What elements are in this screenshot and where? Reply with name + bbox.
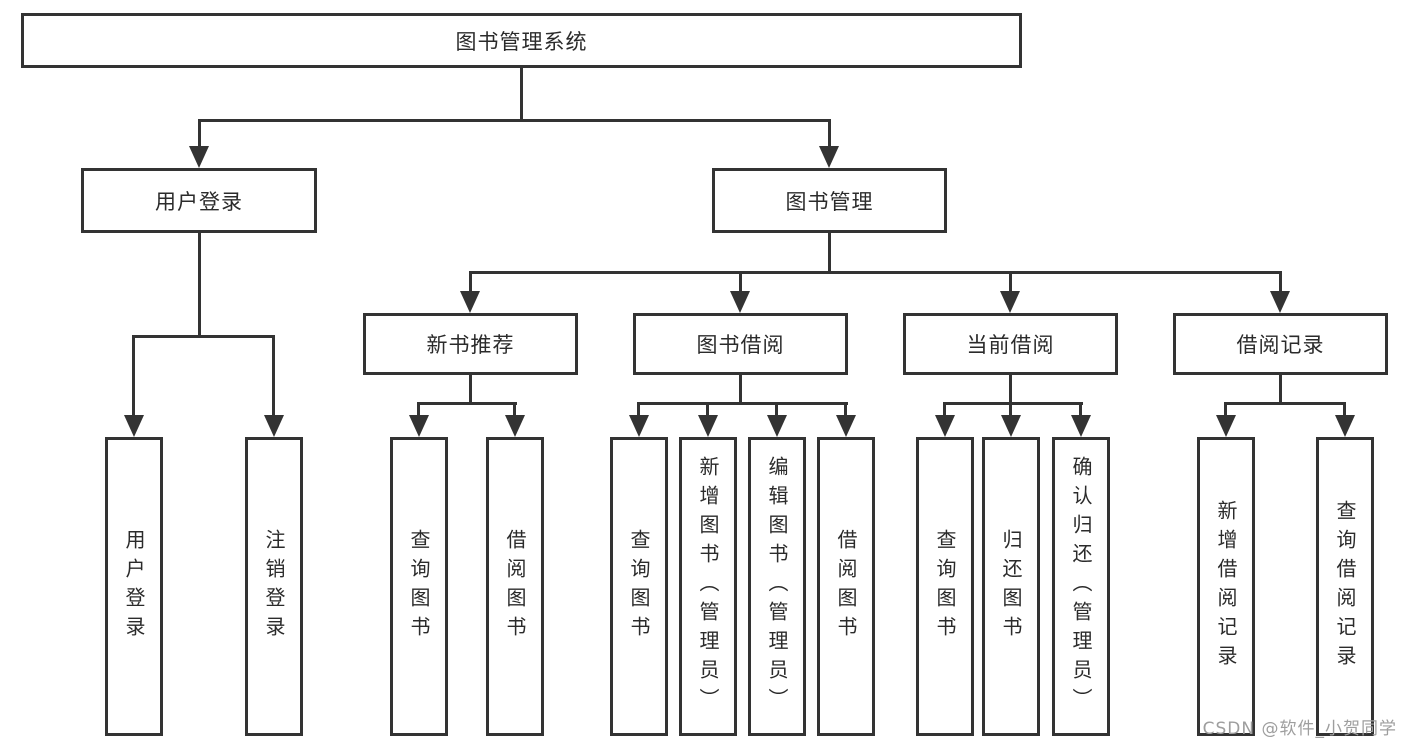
connector-line (1009, 402, 1012, 417)
node-book-management: 图书管理 (712, 168, 947, 233)
connector-line (198, 119, 831, 122)
leaf-query-books-borrowing-label: 查询图书 (627, 528, 651, 645)
node-root-label: 图书管理系统 (455, 29, 588, 54)
leaf-logout: 注销登录 (245, 437, 303, 736)
csdn-watermark: CSDN @软件_小贺同学 (1202, 719, 1397, 739)
connector-line (469, 271, 472, 293)
leaf-query-books-current-label: 查询图书 (933, 528, 957, 645)
node-book-borrowing-label: 图书借阅 (696, 333, 785, 357)
arrow-down-icon (189, 146, 209, 168)
leaf-borrow-books-borrowing: 借阅图书 (817, 437, 875, 736)
leaf-return-book-label: 归还图书 (999, 528, 1023, 645)
node-new-book-recommend: 新书推荐 (363, 313, 578, 375)
leaf-edit-book-admin: 编辑图书（管理员） (748, 437, 806, 736)
arrow-down-icon (629, 415, 649, 437)
leaf-borrow-books-borrowing-label: 借阅图书 (834, 528, 858, 645)
connector-line (637, 402, 640, 417)
connector-line (469, 375, 472, 405)
connector-line (132, 335, 135, 417)
connector-line (1279, 271, 1282, 293)
leaf-query-borrow-record: 查询借阅记录 (1316, 437, 1374, 736)
node-current-borrowing-label: 当前借阅 (966, 333, 1055, 357)
node-borrowing-records-label: 借阅记录 (1236, 333, 1325, 357)
leaf-return-book: 归还图书 (982, 437, 1040, 736)
leaf-edit-book-admin-label: 编辑图书（管理员） (765, 456, 789, 717)
node-user-login: 用户登录 (81, 168, 317, 233)
connector-line (1009, 375, 1012, 405)
connector-line (828, 119, 831, 148)
arrow-down-icon (1071, 415, 1091, 437)
connector-line (417, 402, 420, 417)
leaf-query-books-current: 查询图书 (916, 437, 974, 736)
node-current-borrowing: 当前借阅 (903, 313, 1118, 375)
connector-line (943, 402, 946, 417)
connector-line (739, 375, 742, 405)
connector-line (132, 335, 275, 338)
arrow-down-icon (836, 415, 856, 437)
connector-line (520, 68, 523, 121)
connector-line (828, 233, 831, 274)
node-book-management-label: 图书管理 (785, 189, 874, 214)
arrow-down-icon (505, 415, 525, 437)
arrow-down-icon (1000, 291, 1020, 313)
arrow-down-icon (819, 146, 839, 168)
node-new-book-recommend-label: 新书推荐 (426, 333, 515, 357)
connector-line (739, 271, 742, 293)
leaf-add-borrow-record: 新增借阅记录 (1197, 437, 1255, 736)
connector-line (1079, 402, 1082, 417)
connector-line (1009, 271, 1012, 293)
arrow-down-icon (1270, 291, 1290, 313)
arrow-down-icon (409, 415, 429, 437)
leaf-query-borrow-record-label: 查询借阅记录 (1333, 499, 1357, 674)
leaf-confirm-return-admin-label: 确认归还（管理员） (1069, 456, 1093, 717)
leaf-user-login: 用户登录 (105, 437, 163, 736)
node-borrowing-records: 借阅记录 (1173, 313, 1388, 375)
connector-line (198, 233, 201, 337)
arrow-down-icon (730, 291, 750, 313)
connector-line (1279, 375, 1282, 405)
node-user-login-label: 用户登录 (155, 189, 243, 214)
connector-line (272, 335, 275, 417)
leaf-query-books-recommend: 查询图书 (390, 437, 448, 736)
leaf-borrow-books-recommend: 借阅图书 (486, 437, 544, 736)
connector-line (706, 402, 709, 417)
connector-line (198, 119, 201, 148)
arrow-down-icon (1216, 415, 1236, 437)
connector-line (637, 402, 848, 405)
arrow-down-icon (1001, 415, 1021, 437)
arrow-down-icon (460, 291, 480, 313)
arrow-down-icon (1335, 415, 1355, 437)
connector-line (469, 271, 1282, 274)
connector-line (1224, 402, 1227, 417)
arrow-down-icon (767, 415, 787, 437)
connector-line (775, 402, 778, 417)
leaf-borrow-books-recommend-label: 借阅图书 (503, 528, 527, 645)
connector-line (513, 402, 516, 417)
leaf-logout-label: 注销登录 (262, 528, 286, 645)
connector-line (1343, 402, 1346, 417)
node-book-borrowing: 图书借阅 (633, 313, 848, 375)
leaf-add-borrow-record-label: 新增借阅记录 (1214, 499, 1238, 674)
arrow-down-icon (124, 415, 144, 437)
leaf-query-books-borrowing: 查询图书 (610, 437, 668, 736)
connector-line (417, 402, 517, 405)
leaf-add-book-admin-label: 新增图书（管理员） (696, 456, 720, 717)
leaf-confirm-return-admin: 确认归还（管理员） (1052, 437, 1110, 736)
connector-line (844, 402, 847, 417)
connector-line (1224, 402, 1346, 405)
arrow-down-icon (698, 415, 718, 437)
leaf-user-login-label: 用户登录 (122, 528, 146, 645)
arrow-down-icon (935, 415, 955, 437)
leaf-add-book-admin: 新增图书（管理员） (679, 437, 737, 736)
node-root: 图书管理系统 (21, 13, 1022, 68)
connector-line (943, 402, 1083, 405)
arrow-down-icon (264, 415, 284, 437)
leaf-query-books-recommend-label: 查询图书 (407, 528, 431, 645)
